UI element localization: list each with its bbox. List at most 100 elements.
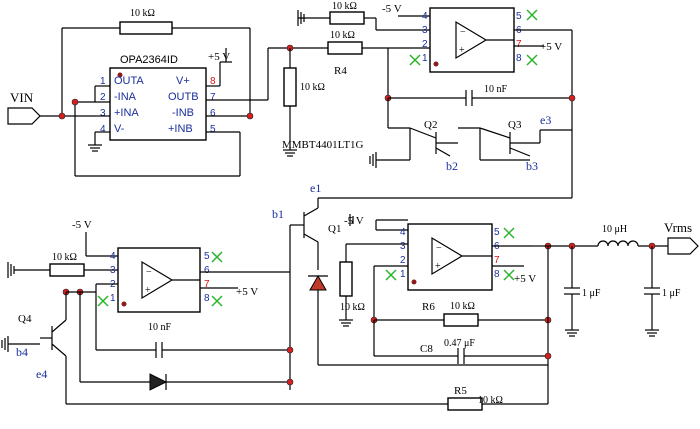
chip-name: OPA2364ID	[120, 54, 178, 66]
diode-q1	[308, 274, 328, 291]
svg-text:7: 7	[494, 255, 500, 266]
svg-text:5: 5	[494, 227, 500, 238]
svg-text:-5 V: -5 V	[344, 215, 364, 227]
svg-text:10 kΩ: 10 kΩ	[478, 395, 503, 406]
svg-text:-INB: -INB	[172, 107, 194, 119]
svg-text:5: 5	[516, 11, 522, 22]
svg-text:OUTB: OUTB	[168, 91, 199, 103]
vrms-port: Vrms	[664, 220, 699, 255]
vin-port: VIN	[7, 90, 41, 125]
svg-text:10 nF: 10 nF	[484, 84, 508, 95]
vrms-label: Vrms	[664, 220, 692, 235]
svg-text:1 μF: 1 μF	[662, 288, 681, 299]
svg-text:7: 7	[210, 92, 216, 103]
svg-text:−: −	[460, 27, 466, 38]
vin-label: VIN	[10, 90, 34, 105]
svg-text:e4: e4	[36, 367, 47, 381]
svg-text:+INA: +INA	[114, 107, 139, 119]
svg-text:C8: C8	[420, 343, 433, 355]
svg-text:10 kΩ: 10 kΩ	[330, 30, 355, 41]
svg-text:+: +	[459, 45, 465, 56]
svg-text:2: 2	[422, 39, 428, 50]
svg-text:+5 V: +5 V	[540, 41, 562, 53]
svg-text:1: 1	[422, 53, 428, 64]
diode-bottom	[149, 373, 168, 391]
svg-text:V-: V-	[114, 123, 125, 135]
svg-text:V+: V+	[176, 75, 190, 87]
chip-supply-label: +5 V	[208, 51, 230, 63]
transistor-part: MMBT4401LT1G	[282, 139, 364, 151]
svg-text:b1: b1	[272, 207, 284, 221]
svg-text:8: 8	[516, 53, 522, 64]
svg-text:1: 1	[100, 76, 106, 87]
transistor-q4	[40, 319, 67, 357]
svg-text:R6: R6	[422, 301, 435, 313]
svg-text:Q4: Q4	[18, 313, 32, 325]
svg-text:8: 8	[210, 76, 216, 87]
svg-text:e1: e1	[310, 181, 321, 195]
resistor-top-value: 10 kΩ	[130, 8, 155, 19]
svg-text:Q1: Q1	[328, 223, 341, 235]
svg-text:6: 6	[204, 265, 210, 276]
svg-text:10 nF: 10 nF	[148, 322, 172, 333]
svg-text:3: 3	[400, 241, 406, 252]
svg-text:-5 V: -5 V	[382, 3, 402, 15]
svg-text:8: 8	[204, 293, 210, 304]
svg-text:+5 V: +5 V	[514, 273, 536, 285]
resistor-top-feedback	[119, 21, 173, 35]
svg-text:Q3: Q3	[508, 119, 522, 131]
svg-text:4: 4	[100, 124, 106, 135]
svg-text:+: +	[435, 261, 441, 272]
resistor-r6	[443, 313, 479, 327]
svg-text:10 kΩ: 10 kΩ	[340, 302, 365, 313]
resistor-r4	[327, 41, 363, 55]
svg-text:-5 V: -5 V	[72, 219, 92, 231]
svg-text:1: 1	[400, 269, 406, 280]
svg-text:6: 6	[210, 108, 216, 119]
svg-text:+: +	[145, 285, 151, 296]
resistor-r5	[447, 397, 483, 411]
svg-text:10 μH: 10 μH	[602, 224, 627, 235]
opamp-mid: − + 4 3 2 1 5 6 7 8	[400, 223, 500, 291]
svg-text:4: 4	[110, 251, 116, 262]
svg-text:OUTA: OUTA	[114, 75, 144, 87]
svg-text:10 kΩ: 10 kΩ	[332, 1, 357, 12]
svg-text:4: 4	[400, 227, 406, 238]
svg-text:-INA: -INA	[114, 91, 137, 103]
svg-text:b3: b3	[526, 159, 538, 173]
inductor	[597, 240, 639, 247]
svg-text:+INB: +INB	[168, 123, 193, 135]
svg-text:10 kΩ: 10 kΩ	[450, 301, 475, 312]
svg-text:1: 1	[110, 293, 116, 304]
resistor-mid-vertical	[339, 261, 353, 297]
r4-label: R4	[334, 65, 347, 77]
transistor-q1	[290, 198, 319, 243]
svg-text:1 μF: 1 μF	[582, 288, 601, 299]
resistor-vertical-top	[283, 67, 297, 107]
svg-text:+5 V: +5 V	[236, 286, 258, 298]
svg-text:10 kΩ: 10 kΩ	[300, 82, 325, 93]
resistor-left	[49, 263, 85, 277]
svg-text:e3: e3	[540, 113, 551, 127]
svg-text:3: 3	[100, 108, 106, 119]
svg-text:−: −	[146, 267, 152, 278]
svg-text:4: 4	[422, 11, 428, 22]
svg-text:3: 3	[422, 25, 428, 36]
svg-text:3: 3	[110, 265, 116, 276]
svg-text:2: 2	[100, 92, 106, 103]
svg-text:8: 8	[494, 269, 500, 280]
svg-text:2: 2	[400, 255, 406, 266]
svg-text:7: 7	[516, 39, 522, 50]
svg-text:10 kΩ: 10 kΩ	[52, 252, 77, 263]
svg-text:b2: b2	[446, 159, 458, 173]
svg-text:b4: b4	[16, 345, 28, 359]
svg-text:5: 5	[204, 251, 210, 262]
svg-text:0.47 μF: 0.47 μF	[444, 338, 475, 349]
svg-text:−: −	[436, 243, 442, 254]
opa2364-chip: OPA2364ID 1 2 3 4 OUTA -INA +INA V- 8 7 …	[100, 54, 216, 141]
transistor-q2	[409, 127, 458, 157]
svg-text:5: 5	[210, 124, 216, 135]
resistor-top-ground	[329, 11, 365, 25]
transistor-q3	[479, 127, 540, 157]
